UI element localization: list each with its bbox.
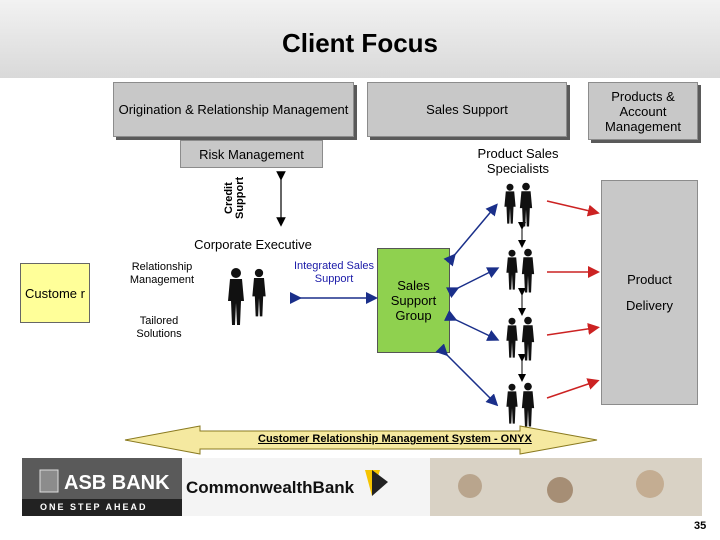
- sales-group-arrow-4: [435, 343, 499, 407]
- delivery-arrow-4: [546, 378, 600, 399]
- title-band: [0, 0, 720, 78]
- risk-management-label: Risk Management: [199, 146, 304, 162]
- relationship-management-label: Relationship Management: [129, 261, 195, 286]
- crm-arrow: [124, 425, 598, 455]
- photo-person-3: [636, 470, 664, 498]
- sales-group-arrow-2: [445, 267, 500, 299]
- person-icon: [519, 182, 533, 227]
- cba-logo-shade-icon: [372, 470, 388, 496]
- delivery-arrow-3: [546, 322, 600, 336]
- sales-group-arrow-3: [444, 310, 500, 341]
- person-icon: [521, 382, 535, 427]
- tailored-solutions-label: Tailored Solutions: [136, 315, 182, 340]
- person-icon: [521, 316, 535, 361]
- corporate-executive-label: Corporate Executive: [194, 237, 312, 252]
- person-icon: [506, 249, 518, 290]
- person-icon: [521, 248, 535, 293]
- customer-label: Custome r: [25, 285, 85, 301]
- sales-support-box: Sales Support: [367, 82, 567, 137]
- page-number: 35: [694, 520, 707, 532]
- origination-box: Origination & Relationship Management: [113, 82, 354, 137]
- photo-person-1: [458, 474, 482, 498]
- crm-system-label: Customer Relationship Management System …: [258, 433, 532, 445]
- product-sales-specialists-label: Product Sales Specialists: [477, 146, 559, 176]
- sales-group-arrow-1: [443, 203, 498, 267]
- asb-crest-icon: [39, 469, 59, 493]
- person-icon: [504, 183, 516, 224]
- asb-tagline: ONE STEP AHEAD: [40, 502, 148, 512]
- person-icon: [228, 268, 244, 325]
- customer-box: Custome r: [20, 263, 90, 323]
- photo-person-2: [547, 477, 573, 503]
- products-account-box: Products & Account Management: [588, 82, 698, 140]
- integrated-sales-support-label: Integrated Sales Support: [293, 260, 375, 285]
- product-delivery-box: Product Delivery: [601, 180, 698, 405]
- sales-support-group-box: Sales Support Group: [377, 248, 450, 353]
- page-title: Client Focus: [281, 28, 438, 58]
- sales-support-group-label: Sales Support Group: [390, 278, 437, 323]
- commonwealth-logo-text: CommonwealthBank: [186, 478, 355, 497]
- person-icon: [506, 383, 518, 424]
- products-account-label: Products & Account Management: [605, 88, 681, 134]
- asb-tagline-bg: [22, 499, 182, 516]
- sales-support-label: Sales Support: [426, 102, 508, 117]
- person-icon: [506, 317, 518, 358]
- product-delivery-line2: Delivery: [626, 297, 673, 313]
- asb-bank-logo-text: ASB BANK: [64, 472, 170, 494]
- delivery-arrow-1: [546, 200, 600, 217]
- product-delivery-line1: Product: [627, 271, 672, 287]
- person-icon: [252, 268, 266, 317]
- risk-management-box: Risk Management: [180, 140, 323, 168]
- origination-label: Origination & Relationship Management: [118, 102, 349, 117]
